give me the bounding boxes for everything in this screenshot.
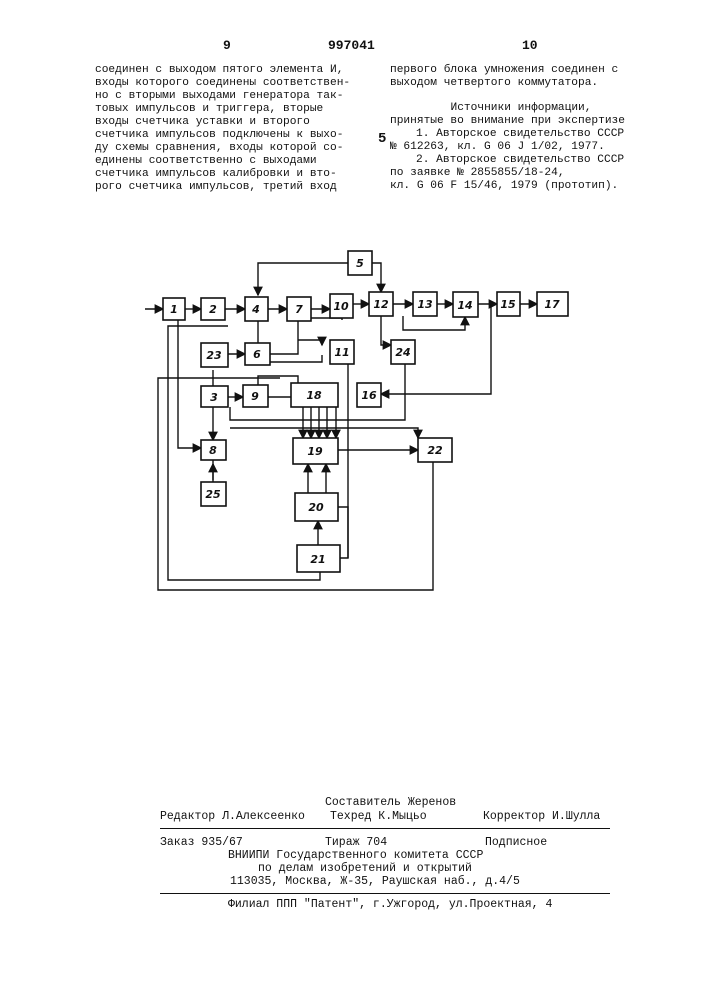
block-label: 17 (544, 298, 560, 311)
block-label: 18 (306, 389, 322, 402)
block-label: 11 (334, 346, 349, 359)
editor: Редактор Л.Алексеенко (160, 810, 305, 823)
block-label: 8 (209, 444, 217, 457)
block-label: 25 (205, 488, 221, 501)
techred: Техред К.Мыцьо (330, 810, 427, 823)
block-label: 7 (295, 303, 303, 316)
block-label: 22 (427, 444, 443, 457)
compiler: Составитель Жеренов (325, 796, 456, 809)
block-label: 23 (206, 349, 222, 362)
block-label: 20 (308, 501, 324, 514)
subscription: Подписное (485, 836, 547, 849)
block-label: 13 (417, 298, 433, 311)
block-label: 16 (361, 389, 377, 402)
block-label: 5 (356, 257, 364, 270)
block-label: 19 (307, 445, 323, 458)
block-label: 10 (333, 300, 349, 313)
block-label: 21 (310, 553, 325, 566)
footer-divider-bottom (160, 893, 610, 894)
circulation: Тираж 704 (325, 836, 387, 849)
organization: ВНИИПИ Государственного комитета СССР (228, 849, 483, 862)
footer-divider-top (160, 828, 610, 829)
block-label: 1 (170, 303, 178, 316)
block-label: 9 (251, 390, 259, 403)
order: Заказ 935/67 (160, 836, 243, 849)
block-label: 6 (253, 348, 261, 361)
address: 113035, Москва, Ж-35, Раушская наб., д.4… (230, 875, 520, 888)
block-label: 12 (373, 298, 389, 311)
branch: Филиал ППП "Патент", г.Ужгород, ул.Проек… (228, 898, 552, 911)
block-label: 14 (457, 299, 472, 312)
organization-department: по делам изобретений и открытий (258, 862, 472, 875)
block-label: 2 (209, 303, 217, 316)
block-label: 24 (395, 346, 410, 359)
corrector: Корректор И.Шулла (483, 810, 600, 823)
block-label: 15 (500, 298, 516, 311)
block-label: 3 (210, 391, 218, 404)
block-label: 4 (251, 303, 260, 316)
